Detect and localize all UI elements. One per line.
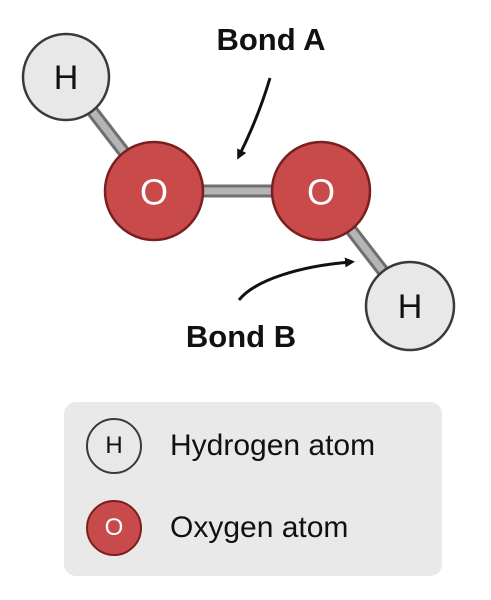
hydrogen-atom-bottom-label: H [398, 288, 423, 326]
oxygen-atom-right: O [270, 140, 372, 242]
hydrogen-atom-top: H [21, 32, 111, 122]
oxygen-atom-left-label: O [140, 172, 168, 213]
bond-b-label: Bond B [186, 319, 296, 354]
hydrogen-legend-label: Hydrogen atom [170, 429, 376, 462]
molecule-diagram: H O O H Bond A Bond B [21, 22, 456, 354]
bond-a-arrow [237, 77, 272, 160]
bond-a-label: Bond A [216, 22, 325, 57]
bond-b-arrow [237, 257, 355, 301]
oxygen-legend-label: Oxygen atom [170, 511, 349, 544]
hydrogen-atom-bottom: H [364, 260, 456, 352]
legend: H Hydrogen atom O Oxygen atom [64, 402, 442, 576]
oxygen-swatch-symbol: O [104, 514, 124, 541]
oxygen-swatch-icon: O [86, 500, 142, 556]
hydrogen-swatch-icon: H [86, 418, 142, 474]
oxygen-atom-right-label: O [307, 172, 335, 213]
legend-item-oxygen: O Oxygen atom [86, 498, 348, 558]
hydrogen-swatch-symbol: H [105, 432, 123, 459]
legend-item-hydrogen: H Hydrogen atom [86, 416, 375, 476]
hydrogen-atom-top-label: H [54, 59, 79, 97]
oxygen-atom-left: O [103, 140, 205, 242]
